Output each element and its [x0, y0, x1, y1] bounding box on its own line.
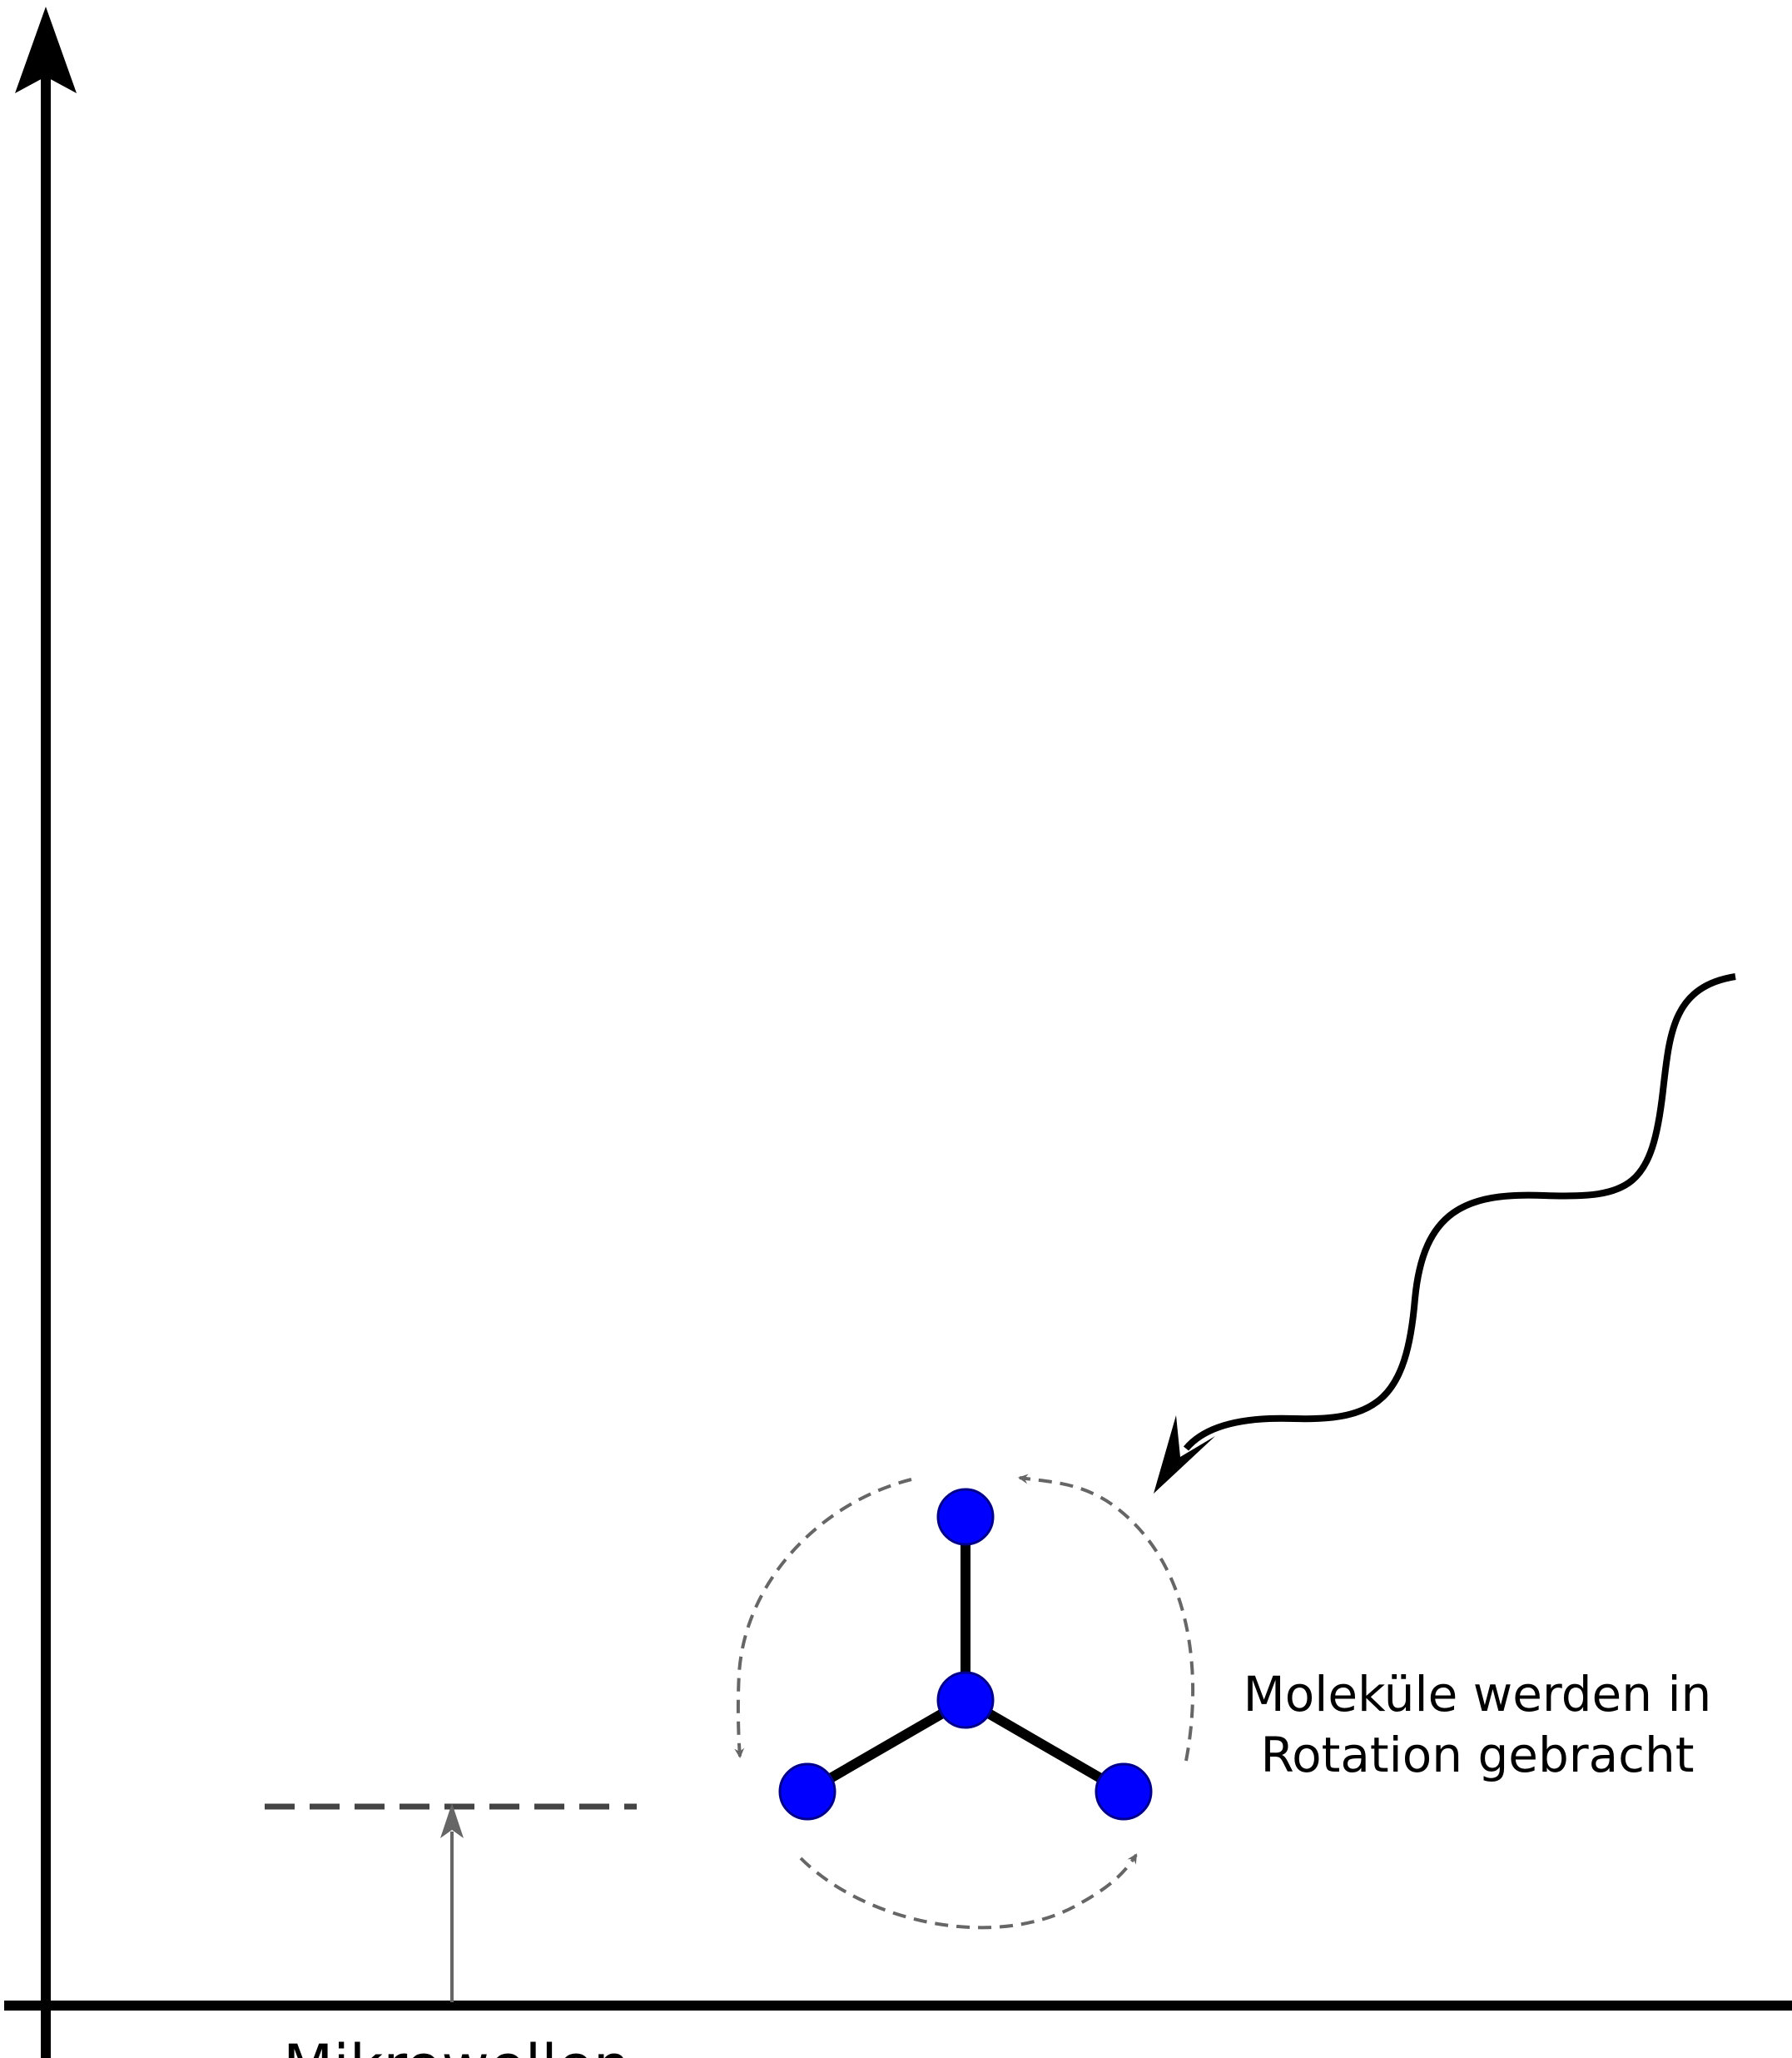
- rotation-arc-top-left: [734, 1478, 912, 1758]
- microwave-arrowhead-icon: [1154, 1415, 1215, 1494]
- microwave-wave-arrow: [1154, 973, 1736, 1494]
- y-axis: [15, 7, 77, 2058]
- transition-arrowhead-icon: [440, 1803, 464, 1838]
- atom-top: [936, 1488, 995, 1546]
- microwave-wave: [1183, 973, 1736, 1451]
- molecule: [778, 1488, 1153, 1821]
- bond-right: [962, 1695, 1127, 1797]
- rotation-arc-right: [1018, 1474, 1195, 1762]
- caption-line-1: Moleküle werden in: [1243, 1666, 1712, 1722]
- atom-left: [778, 1762, 836, 1821]
- caption-line-2: Rotation gebracht: [1260, 1727, 1694, 1783]
- rotation-arrows: [734, 1474, 1195, 1930]
- atom-center: [936, 1671, 995, 1729]
- atom-right: [1095, 1762, 1153, 1821]
- x-axis-region-label: Mikrowellen: [283, 2032, 630, 2058]
- y-axis-arrowhead-icon: [15, 7, 77, 93]
- transition-arrow: [440, 1803, 464, 2002]
- rotation-arc-bottom: [799, 1853, 1138, 1930]
- bond-left: [804, 1695, 969, 1797]
